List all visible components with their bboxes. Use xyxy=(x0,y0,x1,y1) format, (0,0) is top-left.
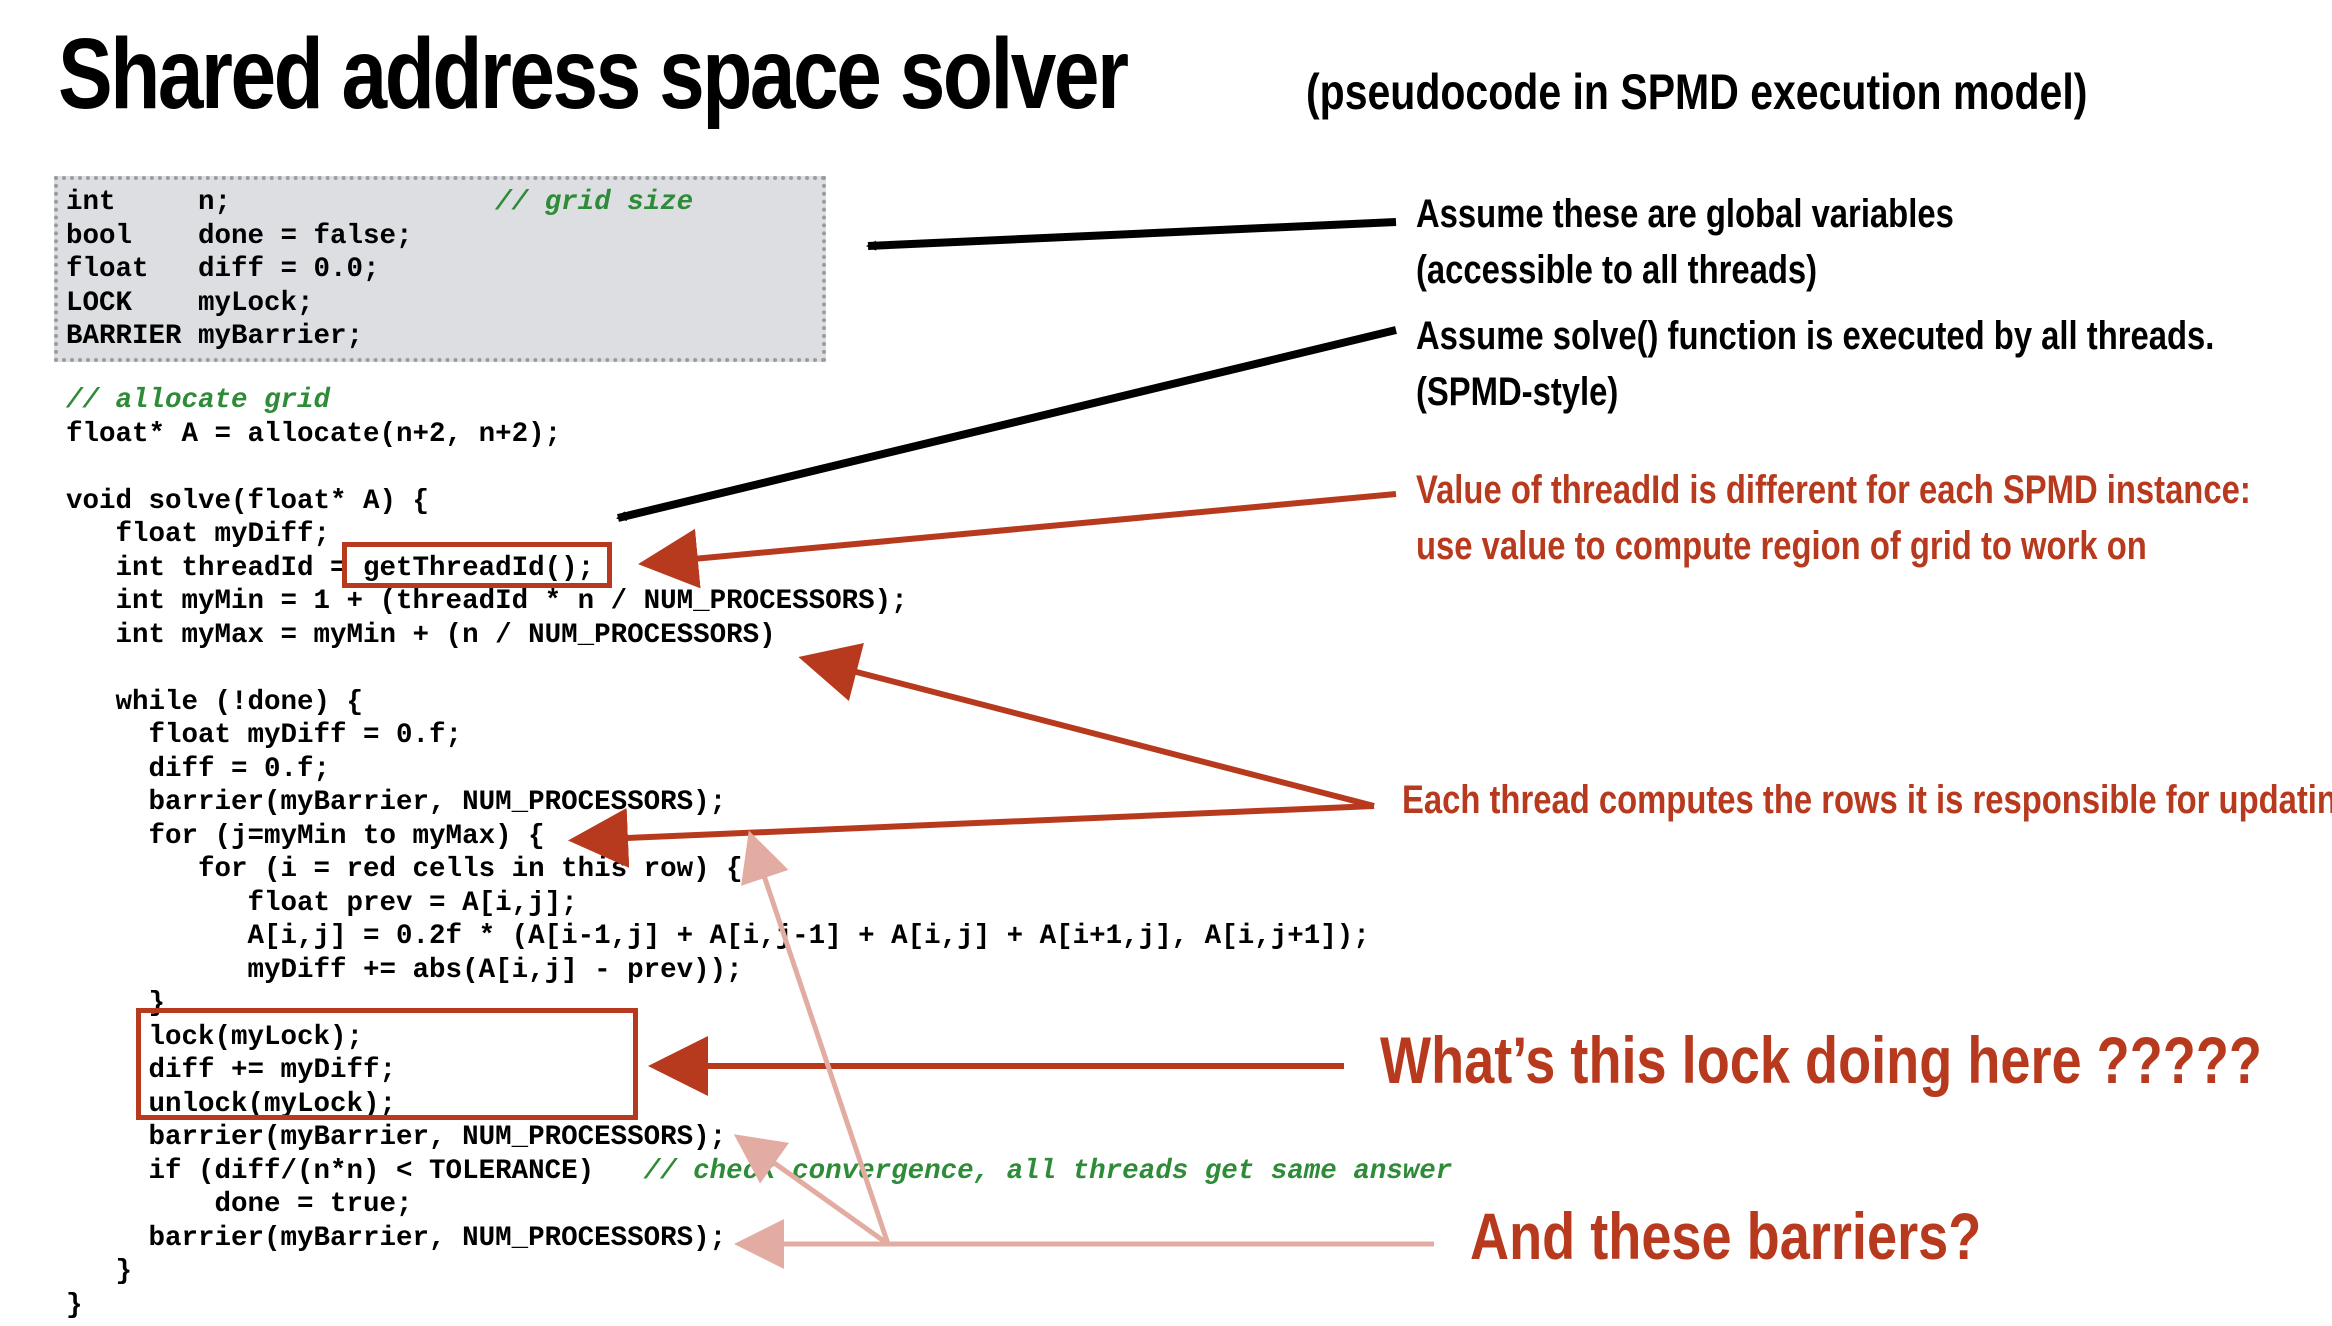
annotation-rows: Each thread computes the rows it is resp… xyxy=(1402,778,2332,822)
code-line: while (!done) { xyxy=(66,686,364,718)
code-line: myDiff += abs(A[i,j] - prev)); xyxy=(66,954,743,986)
annotation-barriers: And these barriers? xyxy=(1470,1199,1982,1273)
lock-block-highlight xyxy=(136,1008,638,1120)
arrow-solve xyxy=(616,326,1397,522)
arrow-rows-forloop xyxy=(568,803,1375,868)
code-line: float* A = allocate(n+2, n+2); xyxy=(66,418,562,450)
code-line: int threadId = getThreadId(); xyxy=(66,552,595,584)
code-line: A[i,j] = 0.2f * (A[i-1,j] + A[i,j-1] + A… xyxy=(66,921,1370,952)
code-line: barrier(myBarrier, NUM_PROCESSORS); xyxy=(66,1222,727,1254)
code-line: LOCK myLock; xyxy=(66,287,314,319)
annotation-lock: What’s this lock doing here ????? xyxy=(1380,1023,2262,1097)
annotation-solve: Assume solve() function is executed by a… xyxy=(1416,314,2215,414)
code-line: BARRIER myBarrier; xyxy=(66,321,364,352)
code-line: for (i = red cells in this row) { xyxy=(66,854,743,885)
code-line: } xyxy=(66,1256,133,1287)
code-line: int myMax = myMin + (n / NUM_PROCESSORS) xyxy=(66,619,776,651)
arrow-rows-mymax xyxy=(798,642,1375,809)
code-line: float myDiff = 0.f; xyxy=(66,720,463,751)
slide-subtitle: (pseudocode in SPMD execution model) xyxy=(1306,64,2088,120)
code-line: diff = 0.f; xyxy=(66,753,331,785)
code-line: float diff = 0.0; xyxy=(66,254,380,285)
code-line: bool done = false; xyxy=(66,220,413,252)
code-line: diff += myDiff; xyxy=(66,1055,397,1086)
annotation-threadid: Value of threadId is different for each … xyxy=(1416,468,2251,568)
code-line: int myMin = 1 + (threadId * n / NUM_PROC… xyxy=(66,586,908,617)
code-line: done = true; xyxy=(66,1189,413,1220)
code-line: barrier(myBarrier, NUM_PROCESSORS); xyxy=(66,1122,727,1153)
code-comment: // allocate grid xyxy=(66,385,331,416)
code-line: float prev = A[i,j]; xyxy=(66,887,578,919)
global-variables-box xyxy=(54,176,826,362)
code-line: void solve(float* A) { xyxy=(66,485,430,517)
code-line: int n; xyxy=(66,187,496,218)
annotation-globals: Assume these are global variables (acces… xyxy=(1416,192,1954,292)
slide-title: Shared address space solver xyxy=(58,18,1129,130)
global-variables-code: int n; // grid size bool done = false; f… xyxy=(66,186,693,354)
arrow-globals xyxy=(866,218,1397,251)
arrow-barrier-2 xyxy=(733,1134,890,1247)
arrow-barrier-1 xyxy=(741,830,891,1245)
code-line: } xyxy=(66,1289,83,1321)
code-line: float myDiff; xyxy=(66,519,331,550)
getthreadid-highlight xyxy=(342,542,612,588)
code-line: lock(myLock); xyxy=(66,1021,364,1053)
solver-code: // allocate grid float* A = allocate(n+2… xyxy=(66,384,1452,1322)
code-line: for (j=myMin to myMax) { xyxy=(66,820,545,852)
arrow-threadid xyxy=(638,491,1397,589)
code-line: if (diff/(n*n) < TOLERANCE) xyxy=(66,1155,644,1187)
code-line: unlock(myLock); xyxy=(66,1088,397,1120)
code-comment: // grid size xyxy=(495,187,694,218)
